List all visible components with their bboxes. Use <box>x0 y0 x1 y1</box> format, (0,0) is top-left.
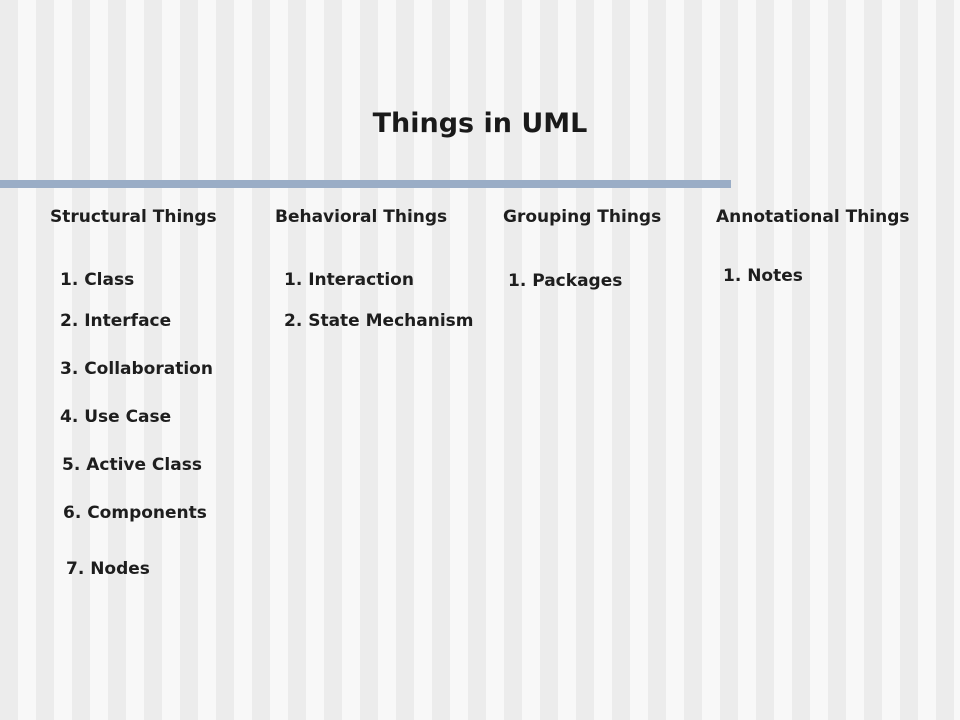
heading-grouping-things: Grouping Things <box>503 207 662 227</box>
structural-item-class: 1. Class <box>60 270 135 290</box>
structural-item-use-case: 4. Use Case <box>60 407 172 427</box>
behavioral-item-state-mechanism: 2. State Mechanism <box>284 311 474 331</box>
heading-behavioral-things: Behavioral Things <box>275 207 448 227</box>
slide-title: Things in UML <box>372 108 588 139</box>
behavioral-item-interaction: 1. Interaction <box>284 270 414 290</box>
structural-item-active-class: 5. Active Class <box>62 455 202 475</box>
structural-item-components: 6. Components <box>63 503 207 523</box>
structural-item-collaboration: 3. Collaboration <box>60 359 213 379</box>
grouping-item-packages: 1. Packages <box>508 271 623 291</box>
structural-item-nodes: 7. Nodes <box>66 559 150 579</box>
structural-item-interface: 2. Interface <box>60 311 172 331</box>
heading-annotational-things: Annotational Things <box>716 207 910 227</box>
title-divider <box>0 180 731 188</box>
heading-structural-things: Structural Things <box>50 207 217 227</box>
annotational-item-notes: 1. Notes <box>723 266 803 286</box>
